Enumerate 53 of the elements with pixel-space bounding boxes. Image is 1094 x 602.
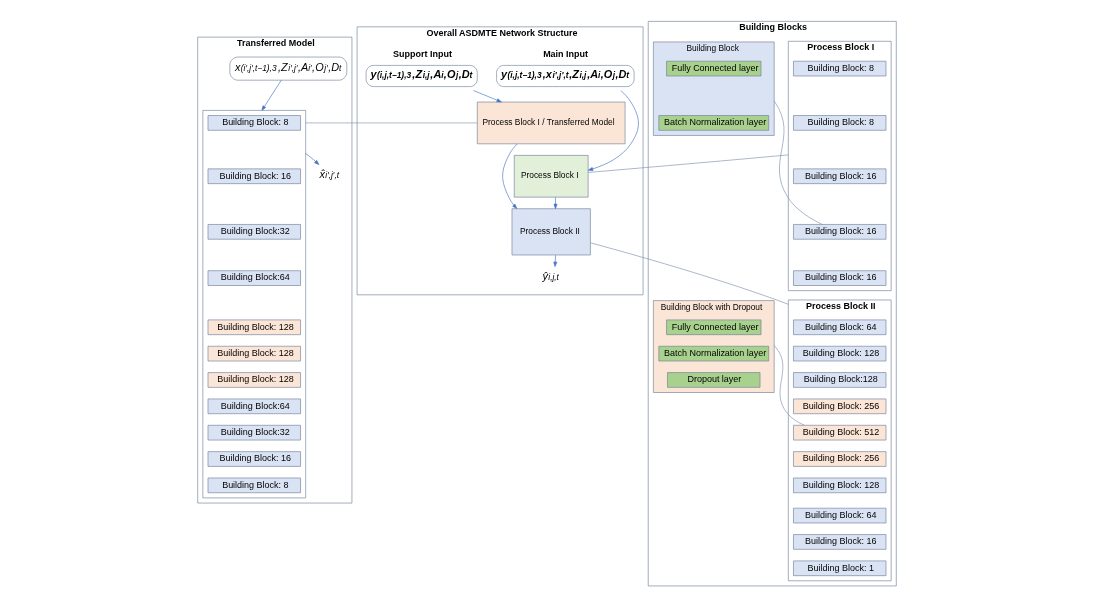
- node-box: Building Block: 16: [793, 270, 887, 286]
- node-box: Building Block: 128: [793, 477, 887, 494]
- node-box: Building Block:64: [207, 270, 301, 286]
- node-box: Building Block: 128: [207, 345, 301, 362]
- node-label: Main Input: [543, 49, 589, 60]
- node-box: Building Block: 16: [793, 168, 887, 184]
- node-box: Building Block: 1: [793, 560, 887, 576]
- node-box: Fully Connected layer: [666, 60, 762, 77]
- node-text: x̂i′,j′,t: [319, 168, 340, 181]
- node-box: Building Block: 16: [207, 168, 301, 184]
- node-box: y(i,j,t−1),3,Zi,j,Ai,Oj,Dt: [365, 65, 478, 87]
- node-box: Building Block: 256: [793, 451, 887, 467]
- node-box: Building Block: 128: [207, 319, 301, 335]
- node-box: Building Block: 128: [793, 345, 887, 362]
- arrow: [502, 143, 518, 209]
- node-box: Process Block II: [511, 208, 591, 256]
- node-label: Support Input: [393, 49, 452, 60]
- node-box: Building Block: 16: [207, 451, 301, 467]
- arrow: [553, 197, 558, 209]
- arrow: [553, 254, 558, 267]
- node-box: Fully Connected layer: [666, 319, 762, 335]
- arrow: [473, 90, 502, 103]
- node-box: y(i,j,t−1),3,xi′,j′,t,Zi,j,Ai,Oj,Dt: [496, 65, 635, 87]
- arrow: [588, 90, 639, 171]
- node-box: Process Block I / Transferred Model: [476, 101, 626, 145]
- arrow: [261, 79, 282, 111]
- node-box: Dropout layer: [667, 372, 761, 388]
- node-box: Building Block: 16: [793, 224, 887, 240]
- node-box: Building Block: 64: [793, 507, 887, 524]
- connector: [773, 345, 805, 426]
- connector: [587, 154, 789, 173]
- node-box: Building Block: 16: [793, 534, 887, 550]
- node-box: Building Block:128: [793, 372, 887, 388]
- node-box: Building Block: 128: [207, 372, 301, 388]
- node-box: Building Block:32: [207, 224, 301, 240]
- connector: [305, 122, 478, 124]
- node-box: Building Block: 8: [793, 115, 887, 131]
- node-box: x(i′,j′,t−1),3,Zi′,j′,Ai′,Oj′,Dt: [229, 56, 348, 81]
- connector: [590, 242, 789, 305]
- node-box: Process Block I: [513, 155, 589, 198]
- node-text: ŷi,j,t: [542, 270, 559, 283]
- node-box: Batch Normalization layer: [658, 345, 770, 362]
- node-box: Building Block: 512: [793, 424, 887, 441]
- arrow: [305, 153, 320, 165]
- node-box: Building Block: 8: [793, 60, 887, 77]
- node-box: Building Block: 8: [207, 115, 301, 131]
- node-box: Building Block:32: [207, 424, 301, 441]
- cluster: [202, 110, 306, 499]
- node-box: Building Block: 64: [793, 319, 887, 335]
- node-box: Batch Normalization layer: [658, 115, 770, 131]
- node-box: Building Block:64: [207, 398, 301, 415]
- node-box: Building Block: 8: [207, 477, 301, 494]
- node-box: Building Block: 256: [793, 398, 887, 415]
